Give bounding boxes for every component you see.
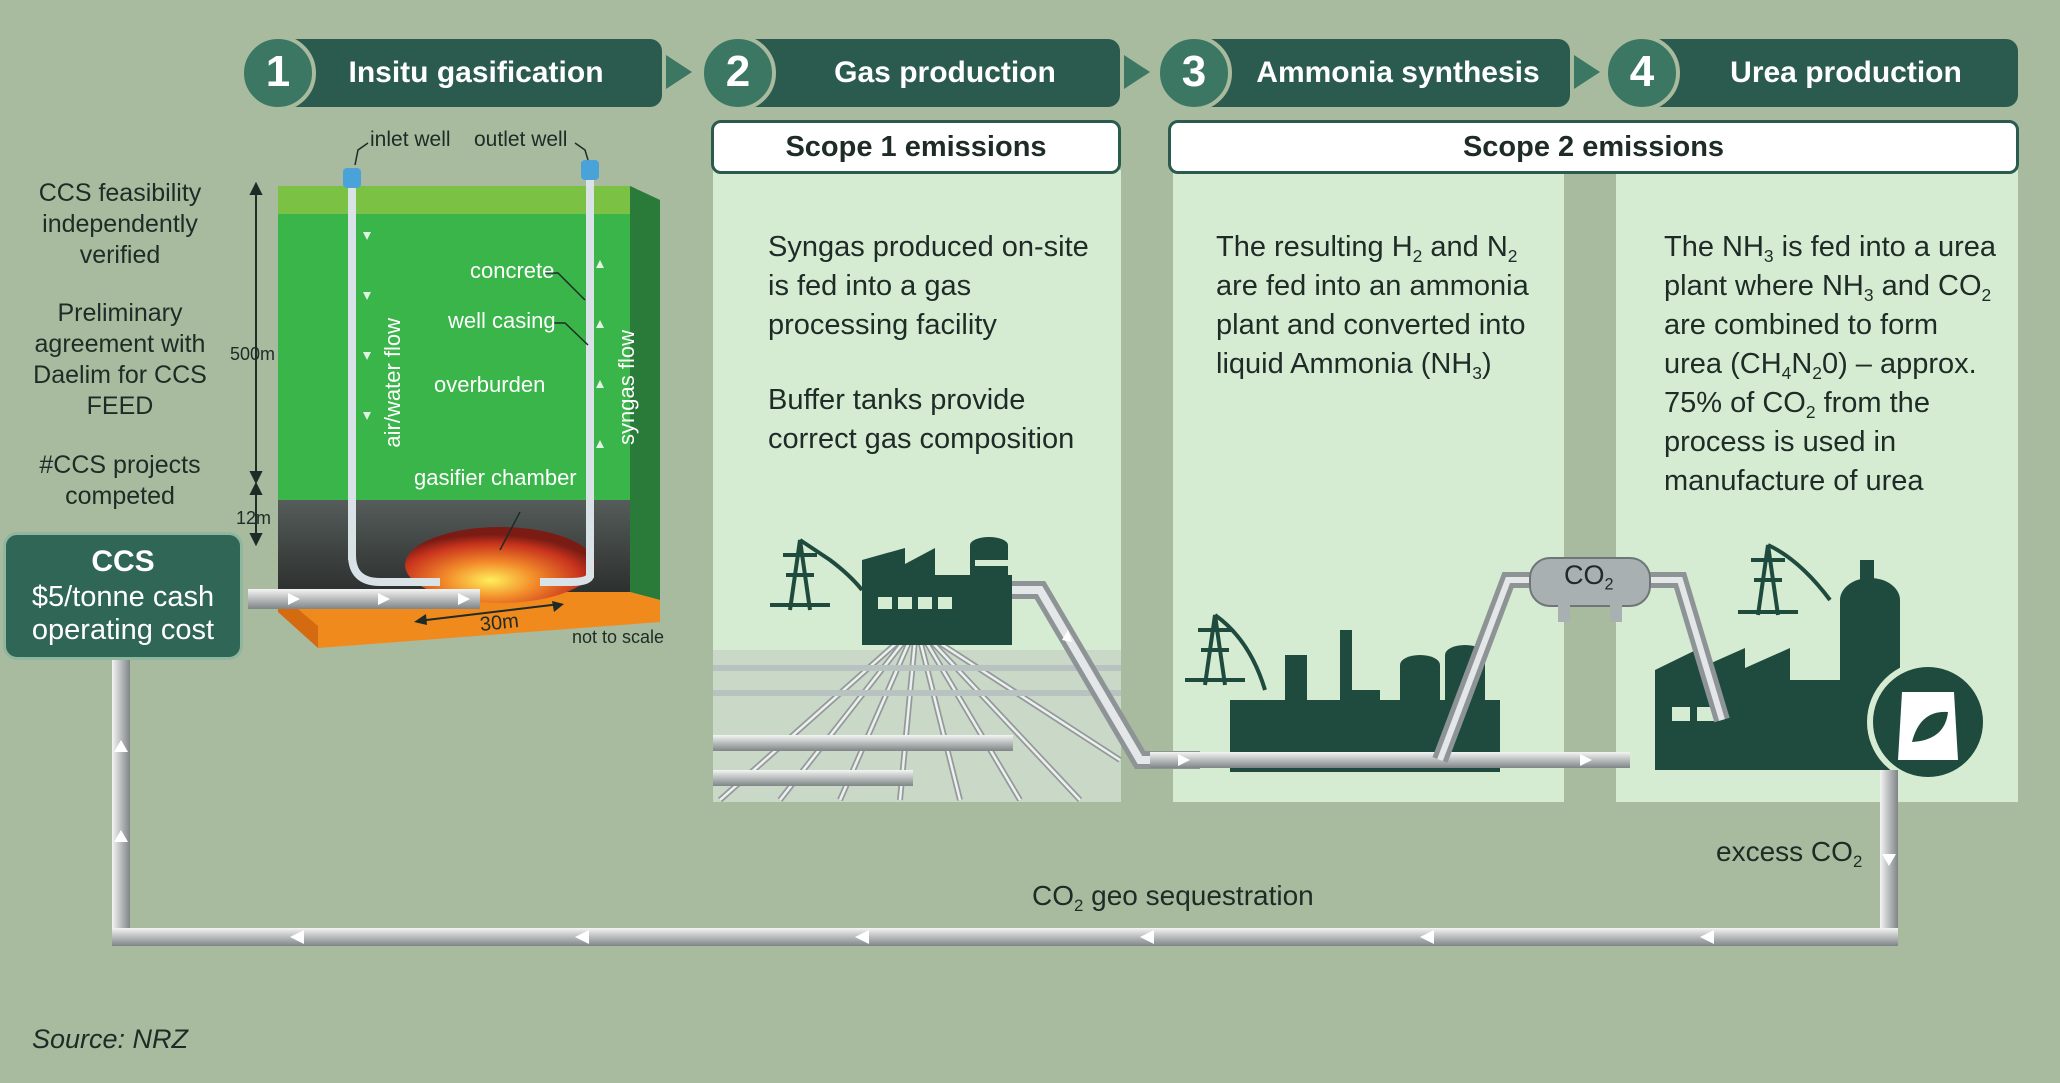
sequestration-loop (112, 660, 1898, 946)
co2-tank-sub: 2 (1604, 575, 1614, 594)
step-4-title: Urea production (1730, 56, 1962, 89)
panel-2-para-1: Syngas produced on-site is fed into a ga… (768, 231, 1089, 341)
note-daelim-agreement: Preliminary agreement with Daelim for CC… (33, 299, 207, 420)
label-depth-12: 12m (236, 508, 272, 528)
label-depth-500: 500m (230, 344, 276, 364)
step-4-header: Urea production 4 (1604, 35, 2018, 111)
step-2-number: 2 (700, 35, 776, 111)
panel-4-s6: 2 (1805, 402, 1816, 423)
co2-tank-label: CO2 (1564, 560, 1614, 594)
label-width-30: 30m (478, 610, 520, 636)
scope-1-tab: Scope 1 emissions (711, 120, 1121, 174)
panel-3-t2: and N (1422, 231, 1508, 263)
panel-4-s1: 3 (1763, 246, 1774, 267)
step-2-title: Gas production (834, 56, 1056, 89)
outlet-well-head (581, 160, 599, 180)
excess-co2-sub: 2 (1852, 851, 1863, 871)
label-outlet-well: outlet well (474, 128, 568, 151)
excess-co2-text: excess CO (1716, 836, 1853, 867)
panel-4-s5: 2 (1812, 363, 1822, 384)
note-ccs-projects: #CCS projects competed (39, 451, 201, 510)
step-2-header: Gas production 2 (700, 35, 1120, 111)
pylon-2 (1185, 613, 1267, 691)
ccs-title: CCS (91, 545, 155, 578)
label-inlet-well: inlet well (370, 128, 451, 151)
panel-4-t4: are combined to form urea (CH (1664, 309, 1939, 380)
gasifier-block (278, 142, 660, 648)
panel-3-text: The resulting H2 and N2 are fed into an … (1216, 228, 1546, 384)
step-4-number: 4 (1604, 35, 1680, 111)
label-gasifier-chamber: gasifier chamber (414, 465, 577, 490)
step-2-bar (738, 39, 1120, 107)
geo-seq-text-b: geo sequestration (1083, 880, 1314, 911)
panel-4-t2: is fed into a urea plant where NH (1664, 231, 1997, 302)
panel-4-t3: and CO (1873, 270, 1982, 302)
pylon-3 (1738, 543, 1832, 616)
urea-bag-icon (1867, 661, 1989, 783)
geo-seq-sub: 2 (1074, 895, 1084, 915)
outlet-pipe-arrows (288, 593, 470, 605)
panel-2-text: Syngas produced on-site is fed into a ga… (768, 228, 1098, 459)
panel-4-t6: 0) – approx. 75% of CO (1664, 348, 1977, 419)
source-note: Source: NRZ (32, 1024, 189, 1054)
panel-2-para-2: Buffer tanks provide correct gas composi… (768, 384, 1075, 455)
inlet-well-head (343, 168, 361, 188)
step-1-number: 1 (240, 35, 316, 111)
geo-seq-text-a: CO (1032, 880, 1074, 911)
excess-co2-label: excess CO2 (1716, 836, 1863, 871)
ccs-box: CCS $5/tonne cash operating cost (3, 532, 243, 660)
step-1-title: Insitu gasification (348, 56, 604, 89)
step-arrow-2 (1124, 55, 1150, 89)
step-4-bar (1642, 39, 2018, 107)
label-not-to-scale: not to scale (572, 627, 665, 647)
co2-tank-text: CO (1564, 560, 1605, 590)
label-overburden: overburden (434, 372, 546, 397)
panel-3-t1: The resulting H (1216, 231, 1413, 263)
panel-4-text: The NH3 is fed into a urea plant where N… (1664, 228, 2004, 501)
panel-4-t5: N (1791, 348, 1813, 380)
step-3-number: 3 (1156, 35, 1232, 111)
panel-4-t1: The NH (1664, 231, 1764, 263)
scope-2-tab: Scope 2 emissions (1168, 120, 2019, 174)
panel-3-t4: ) (1481, 348, 1492, 380)
panel-3-s1: 2 (1412, 246, 1423, 267)
pylon-1 (770, 538, 864, 611)
gasifier-outlet-pipe (248, 589, 480, 609)
label-syngas-flow: syngas flow (614, 330, 639, 445)
gas-processing-factory (862, 537, 1015, 645)
step-3-title: Ammonia synthesis (1256, 56, 1540, 89)
panel-4-s4: 4 (1781, 363, 1792, 384)
panel-3-t3: are fed into an ammonia plant and conver… (1216, 270, 1529, 380)
step-arrow-3 (1574, 55, 1600, 89)
gas-pipes-field (713, 637, 1122, 803)
label-well-casing: well casing (448, 308, 556, 333)
ccs-line-1: $5/tonne cash (31, 581, 215, 613)
step-1-bar (278, 39, 662, 107)
step-3-bar (1194, 39, 1570, 107)
panel-4-t7: from the process is used in manufacture … (1664, 387, 1930, 497)
step-1-header: Insitu gasification 1 (240, 35, 662, 111)
urea-plant (1655, 560, 1905, 770)
panel-4-s3: 2 (1981, 285, 1992, 306)
panel-4-s2: 3 (1863, 285, 1874, 306)
ccs-line-2: operating cost (31, 614, 215, 646)
note-ccs-feasibility: CCS feasibility independently verified (38, 179, 202, 269)
step-arrow-1 (666, 55, 692, 89)
geo-sequestration-label: CO2 geo sequestration (1032, 880, 1314, 915)
co2-tank-icon (1529, 557, 1651, 622)
label-concrete: concrete (470, 258, 555, 283)
process-pipes (1012, 572, 1730, 769)
panel-3-s2: 2 (1507, 246, 1518, 267)
depth-scale (249, 181, 263, 547)
panel-3-s3: 3 (1472, 363, 1482, 384)
step-3-header: Ammonia synthesis 3 (1156, 35, 1570, 111)
label-air-water-flow: air/water flow (380, 318, 405, 448)
